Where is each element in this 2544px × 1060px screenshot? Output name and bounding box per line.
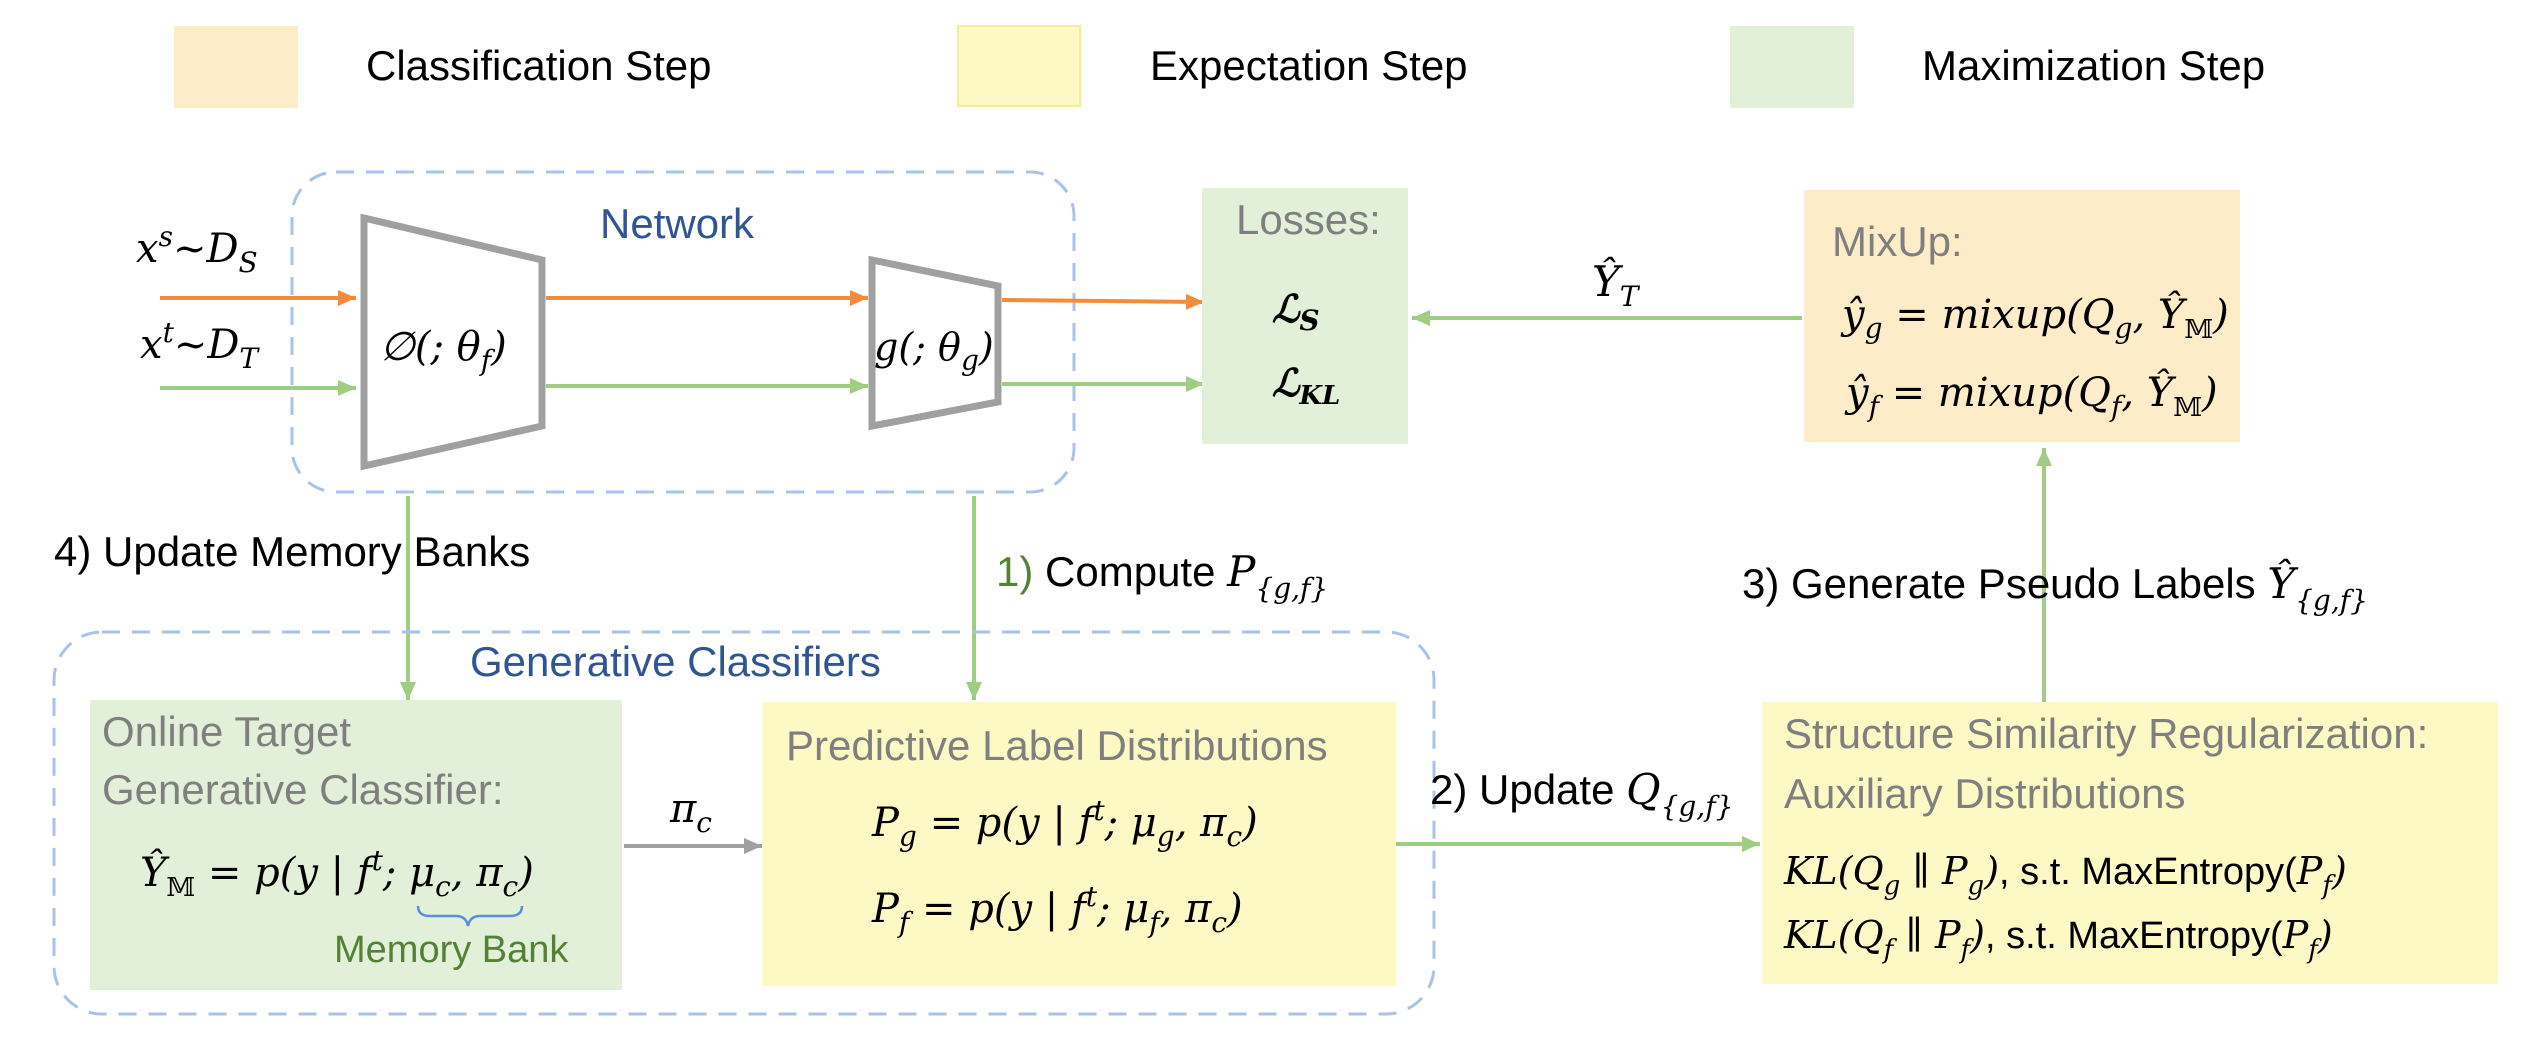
network-title: Network — [600, 200, 755, 247]
network-group: Network ∅(; θf) g(; θg) xs~DS xt~DT — [136, 170, 1205, 494]
mixup-title: MixUp: — [1832, 218, 1963, 265]
y-hat-t-label: ŶT — [1592, 256, 1641, 313]
classifier-label: g(; θg) — [874, 325, 994, 377]
mixup-eq-f: ŷf = mixup(Qf, Ŷ𝕄) — [1844, 369, 2218, 423]
generative-group: Generative Classifiers Online Target Gen… — [52, 630, 1436, 1016]
predictive-eq-g: Pg = p(y | ft; μg, πc) — [871, 794, 1258, 853]
mixup-group: MixUp: ŷg = mixup(Qg, Ŷ𝕄) ŷf = mixup(Qf,… — [1804, 190, 2240, 442]
legend-label-expectation: Expectation Step — [1150, 42, 1468, 89]
predictive-box — [762, 702, 1396, 986]
legend-swatch-maximization — [1730, 26, 1854, 108]
memory-bank-label: Memory Bank — [334, 929, 569, 971]
structure-eq-2: KL(Qf ∥ Pf), s.t. MaxEntropy(Pf) — [1783, 913, 2333, 965]
input-target-label: xt~DT — [140, 316, 260, 375]
classifier-shape — [868, 255, 1002, 431]
update-memory-label: 4) Update Memory Banks — [54, 528, 530, 575]
generative-dashed-box — [52, 630, 1436, 1016]
structure-title-1: Structure Similarity Regularization: — [1784, 710, 2428, 757]
online-classifier-box — [90, 700, 622, 990]
losses-box — [1202, 188, 1408, 444]
legend: Classification Step Expectation Step Max… — [174, 25, 2265, 108]
losses-title: Losses: — [1236, 196, 1381, 243]
legend-label-maximization: Maximization Step — [1922, 42, 2265, 89]
generate-pseudo-label: 3) Generate Pseudo Labels Ŷ{g,f} — [1742, 558, 2368, 617]
predictive-title: Predictive Label Distributions — [786, 722, 1328, 769]
feature-extractor-label: ∅(; θf) — [380, 324, 507, 377]
online-classifier-title-1: Online Target — [102, 708, 351, 755]
legend-swatch-classification — [174, 26, 298, 108]
network-dashed-box — [290, 170, 1076, 494]
structure-title-2: Auxiliary Distributions — [1784, 770, 2185, 817]
structure-group: Structure Similarity Regularization: Aux… — [1762, 702, 2498, 984]
memory-bank-brace — [416, 905, 524, 927]
losses-group: Losses: ℒS ℒKL — [1202, 188, 1408, 444]
online-classifier-eq: Ŷ𝕄 = p(y | ft; μc, πc) — [140, 844, 534, 903]
mixup-eq-g: ŷg = mixup(Qg, Ŷ𝕄) — [1840, 291, 2229, 345]
legend-swatch-expectation — [957, 25, 1081, 107]
input-source-label: xs~DS — [136, 220, 258, 279]
structure-box — [1762, 702, 2498, 984]
generative-title: Generative Classifiers — [470, 638, 881, 685]
source-arrow-out — [1001, 293, 1205, 310]
feature-extractor-shape — [360, 213, 546, 471]
pi-c-label: πc — [669, 786, 712, 839]
structure-eq-1: KL(Qg ∥ Pg), s.t. MaxEntropy(Pf) — [1783, 849, 2347, 901]
legend-label-classification: Classification Step — [366, 42, 712, 89]
update-q-label: 2) Update Q{g,f} — [1430, 765, 1733, 823]
online-classifier-title-2: Generative Classifier: — [102, 766, 503, 813]
predictive-eq-f: Pf = p(y | ft; μf, πc) — [871, 880, 1243, 939]
compute-p-label: 1) Compute P{g,f} — [996, 547, 1328, 605]
mixup-box — [1804, 190, 2240, 442]
